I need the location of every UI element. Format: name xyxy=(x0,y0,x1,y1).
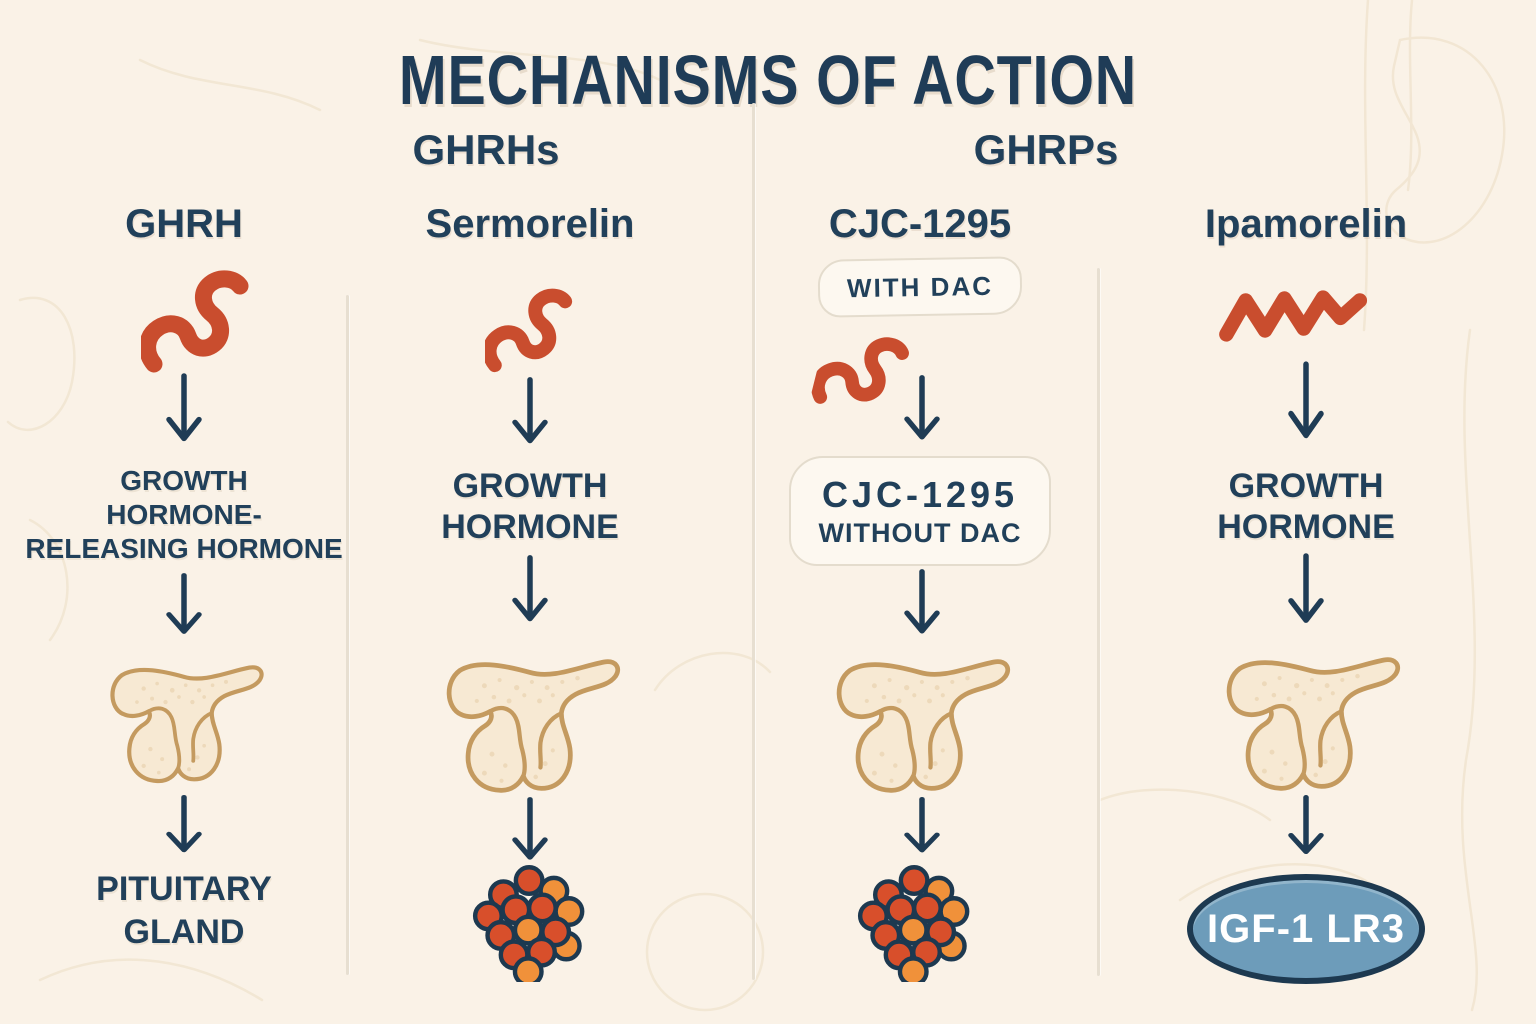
down-arrow-icon xyxy=(904,796,940,853)
step-label-growth-hormone: GROWTH HORMONE xyxy=(441,467,619,546)
column-divider xyxy=(346,295,349,975)
column-header: GHRH xyxy=(125,202,243,246)
hormone-cluster-icon xyxy=(857,865,970,982)
step-label-growth-hormone: GROWTH HORMONE xyxy=(1217,467,1395,546)
pituitary-gland-icon xyxy=(1226,657,1401,791)
down-arrow-icon xyxy=(512,797,548,860)
peptide-squiggle-icon xyxy=(141,270,249,373)
column-divider xyxy=(1097,268,1100,976)
column-header: Sermorelin xyxy=(425,202,635,246)
page-title: MECHANISMS OF ACTION xyxy=(398,41,1138,119)
pituitary-gland-icon xyxy=(836,659,1011,793)
step-label-growth-hormone-releasing-hormone: GROWTH HORMONE- RELEASING HORMONE xyxy=(25,465,343,565)
igf-1-lr3-pill: IGF-1 LR3 xyxy=(1187,874,1425,984)
down-arrow-icon xyxy=(904,569,940,634)
down-arrow-icon xyxy=(512,377,548,444)
pituitary-gland-icon xyxy=(110,665,264,784)
down-arrow-icon xyxy=(166,573,202,634)
column-ipamorelin: Ipamorelin GROWTH HORMONE xyxy=(1126,0,1486,1024)
result-label-pituitary-gland: PITUITARY GLAND xyxy=(96,870,272,951)
peptide-squiggle-icon xyxy=(485,288,573,373)
group-header-ghrhs: GHRHs xyxy=(412,126,560,173)
peptide-squiggle-icon xyxy=(811,337,909,404)
column-divider xyxy=(752,103,755,980)
down-arrow-icon xyxy=(166,373,202,442)
hormone-cluster-icon xyxy=(472,865,585,982)
down-arrow-icon xyxy=(512,555,548,622)
cjc-1295-without-dac-box: CJC-1295 WITHOUT DAC xyxy=(789,456,1051,566)
pituitary-gland-icon xyxy=(446,659,621,793)
group-header-ghrps: GHRPs xyxy=(973,126,1119,173)
column-sermorelin: Sermorelin GROWTH HORMONE xyxy=(350,0,710,1024)
down-arrow-icon xyxy=(166,795,202,853)
down-arrow-icon xyxy=(1288,361,1324,439)
column-cjc-1295: CJC-1295 WITH DAC CJC-1295 WITHOUT DAC xyxy=(740,0,1100,1024)
down-arrow-icon xyxy=(1288,553,1324,623)
with-dac-badge: WITH DAC xyxy=(817,256,1023,318)
peptide-zigzag-icon xyxy=(1219,290,1368,342)
down-arrow-icon xyxy=(1288,795,1324,855)
column-header: Ipamorelin xyxy=(1204,202,1408,246)
column-header: CJC-1295 xyxy=(828,202,1012,246)
down-arrow-icon xyxy=(904,375,940,440)
column-ghrh: GHRH GROWTH HORMONE- RELEASING HORMONE xyxy=(4,0,364,1024)
